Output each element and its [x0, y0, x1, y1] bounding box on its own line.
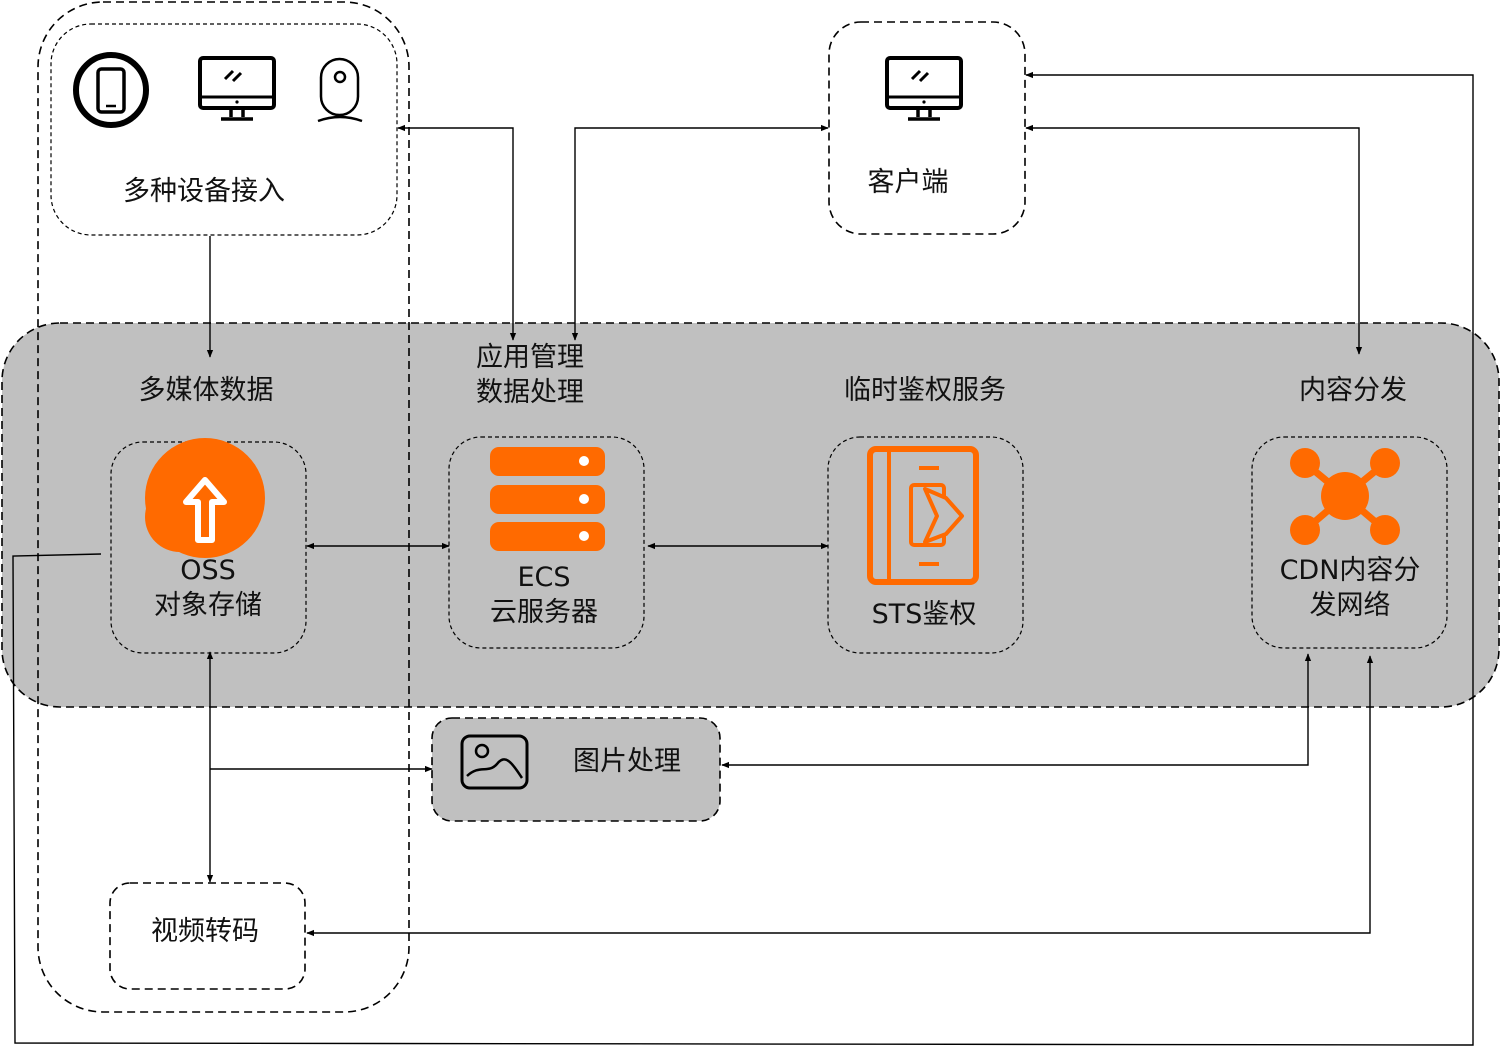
ecs-name: ECS [517, 562, 571, 593]
cdn-subtitle: 发网络 [1309, 590, 1391, 621]
device-side-container [37, 1, 410, 1013]
image-processing-label: 图片处理 [573, 746, 681, 777]
devices-ecs-arrow [397, 124, 517, 341]
client-label: 客户端 [867, 167, 949, 198]
section-app-line2: 数据处理 [476, 377, 584, 408]
server-icon [490, 447, 605, 551]
oss-subtitle: 对象存储 [154, 590, 262, 621]
client-cdn-arrow [1025, 124, 1363, 355]
devices-label: 多种设备接入 [123, 176, 285, 207]
ecs-node-box [448, 436, 645, 649]
connectors [12, 71, 1474, 1046]
oss-name: OSS [180, 555, 236, 586]
monitor-icon [198, 56, 276, 121]
devices-box [50, 23, 398, 236]
phone-icon [73, 52, 149, 128]
section-app-line1: 应用管理 [476, 342, 584, 373]
oss-cloud-icon [145, 438, 265, 558]
ecs-subtitle: 云服务器 [490, 597, 598, 628]
cdn-name: CDN内容分 [1279, 555, 1421, 586]
oss-label: OSS 对象存储 [130, 553, 286, 623]
cdn-video-arrow [306, 655, 1374, 937]
sts-auth-icon [867, 446, 979, 585]
section-distribution: 内容分发 [1299, 375, 1407, 406]
client-box [828, 21, 1026, 235]
cdn-node-box [1251, 436, 1448, 649]
camera-icon [317, 57, 363, 123]
oss-client-loop-arrow [12, 71, 1474, 1046]
sts-label: STS鉴权 [871, 599, 977, 630]
client-ecs-arrow [571, 124, 829, 341]
video-transcoding-label: 视频转码 [151, 916, 259, 947]
section-multimedia: 多媒体数据 [138, 375, 274, 406]
section-app-management: 应用管理 数据处理 [460, 340, 600, 410]
video-transcoding-box [109, 882, 306, 990]
cdn-label: CDN内容分 发网络 [1262, 553, 1438, 623]
ecs-label: ECS 云服务器 [466, 560, 622, 630]
section-sts-service: 临时鉴权服务 [844, 375, 1006, 406]
cdn-network-icon [1290, 448, 1400, 545]
client-monitor-icon [885, 56, 963, 121]
